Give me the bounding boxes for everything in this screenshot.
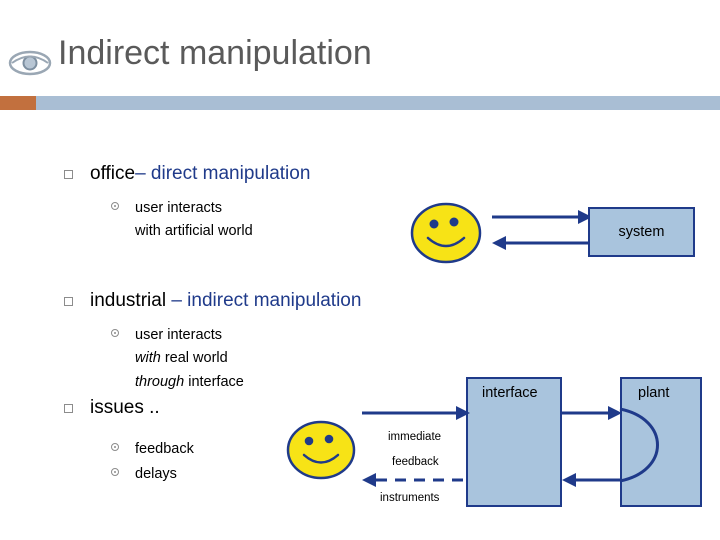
- sub-line-delays: delays: [135, 466, 177, 482]
- bullet-issues: issues ..: [64, 397, 160, 419]
- arrow-user-to-interface: [362, 405, 470, 421]
- bullet-marker-square: [64, 404, 73, 413]
- interface-box-label: interface: [482, 385, 538, 401]
- bullet-industrial: industrial – indirect manipulation: [64, 290, 362, 312]
- smiley-face-user: [286, 420, 356, 480]
- bullet-marker-square: [64, 170, 73, 179]
- arrow-interface-to-user-dashed: [362, 472, 470, 488]
- sub-bullet-office-user-interacts: user interacts with artificial world: [111, 197, 365, 244]
- arrow-user-to-system: [492, 209, 592, 225]
- label-immediate: immediate: [388, 431, 442, 443]
- bullet-office-text: office: [90, 163, 136, 184]
- arrow-plant-to-interface: [562, 472, 622, 488]
- sub-bullet-delays: delays: [111, 463, 295, 486]
- sub-bullet-industrial-user-interacts: user interacts with real world through i…: [111, 324, 375, 394]
- header-accent-block: [0, 96, 36, 110]
- sub-bullet-feedback: feedback: [111, 438, 295, 461]
- bullet-marker-dot: [111, 202, 119, 210]
- interface-box: [466, 377, 562, 507]
- system-box: system: [588, 207, 695, 257]
- sub-line-2: with artificial world: [135, 223, 253, 240]
- bullet-industrial-text: industrial: [90, 290, 172, 311]
- plant-box-label: plant: [638, 385, 670, 401]
- label-instruments: instruments: [380, 492, 440, 504]
- sub-line-feedback: feedback: [135, 441, 194, 457]
- bullet-issues-text: issues ..: [90, 397, 160, 418]
- header-divider-bar: [36, 96, 720, 110]
- bullet-marker-dot: [111, 468, 119, 476]
- system-box-label: system: [618, 224, 665, 240]
- bullet-marker-square: [64, 297, 73, 306]
- eye-icon: [8, 44, 52, 82]
- bullet-marker-dot: [111, 443, 119, 451]
- label-feedback: feedback: [392, 456, 439, 468]
- smiley-face-user: [410, 202, 482, 264]
- page-title: Indirect manipulation: [58, 34, 372, 72]
- arrow-system-to-user: [492, 235, 592, 251]
- sub-line-2: with real world: [135, 350, 228, 367]
- arrow-interface-to-plant: [562, 405, 622, 421]
- plant-box: [620, 377, 702, 507]
- bullet-industrial-accent: – indirect manipulation: [171, 290, 362, 311]
- sub-line-1: user interacts: [135, 200, 223, 216]
- bullet-marker-dot: [111, 329, 119, 337]
- plant-feedback-loop-curve: [618, 405, 678, 485]
- sub-line-2-emph: with: [135, 350, 161, 367]
- bullet-office-accent: – direct manipulation: [135, 163, 311, 184]
- sub-line-3: through interface: [135, 373, 244, 390]
- bullet-office: office– direct manipulation: [64, 163, 311, 185]
- sub-line-1: user interacts: [135, 327, 223, 343]
